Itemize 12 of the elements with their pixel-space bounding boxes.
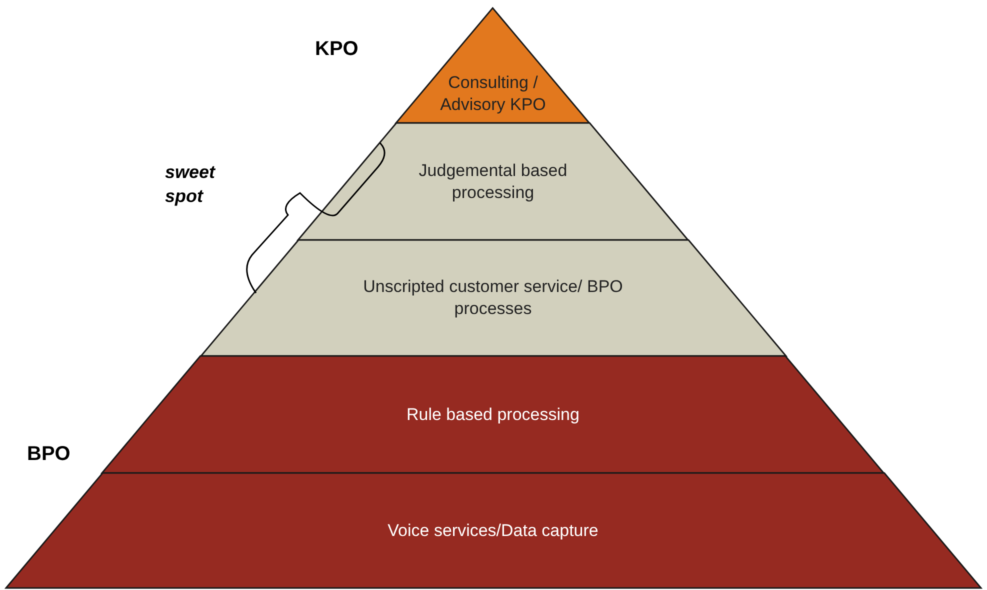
pyramid-tier bbox=[200, 240, 786, 356]
tier-label: Voice services/Data capture bbox=[386, 520, 600, 542]
pyramid-tier bbox=[6, 473, 980, 588]
bracket-note: sweet spot bbox=[165, 161, 216, 208]
pyramid-tier bbox=[102, 356, 884, 473]
tier-label: Rule based processing bbox=[406, 404, 580, 426]
level-label: KPO bbox=[315, 38, 358, 61]
tier-label: Unscripted customer service/ BPO processes bbox=[362, 276, 624, 320]
tier-label: Consulting / Advisory KPO bbox=[439, 72, 547, 116]
pyramid-tier bbox=[298, 123, 688, 240]
tier-label: Judgemental based processing bbox=[418, 160, 568, 204]
level-label: BPO bbox=[27, 443, 70, 466]
